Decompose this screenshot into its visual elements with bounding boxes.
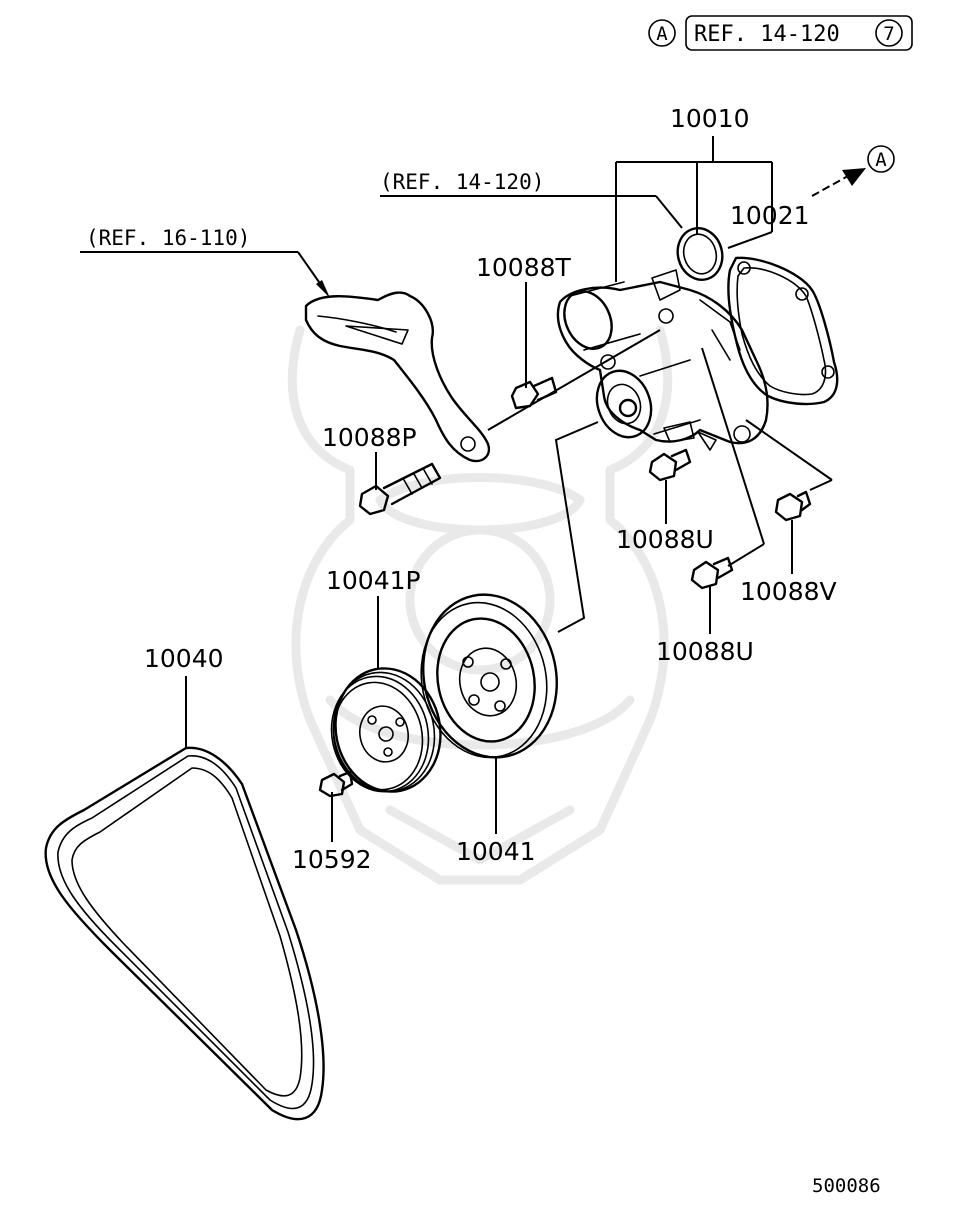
bolt-10088P <box>358 462 442 516</box>
bolt-10088U-a <box>648 448 692 482</box>
reference-circle-number: 7 <box>883 23 894 45</box>
reference-label: REF. 14-120 <box>694 22 840 47</box>
arrow-marker: A <box>811 145 895 197</box>
part-number-10088U-b: 10088U <box>656 637 754 666</box>
part-number-10041: 10041 <box>456 837 536 866</box>
ref-16-110-label: (REF. 16-110) <box>86 226 250 250</box>
drive-belt-10040 <box>44 746 325 1121</box>
reference-circle <box>875 19 903 47</box>
part-number-10088V: 10088V <box>740 577 837 606</box>
part-number-10040: 10040 <box>144 644 224 673</box>
gasket <box>727 256 839 406</box>
diagram-id: 500086 <box>812 1175 881 1197</box>
part-number-10088P: 10088P <box>322 423 417 452</box>
water-pump <box>556 227 839 451</box>
bolt-10088U-b <box>690 556 734 590</box>
pulley-10041 <box>420 593 558 759</box>
reference-box: A REF. 14-120 7 <box>648 15 913 51</box>
watermark-crest <box>287 325 673 885</box>
o-ring <box>676 227 724 281</box>
part-number-10592: 10592 <box>292 845 372 874</box>
bolt-10088V <box>774 490 812 522</box>
arrow-head-icon <box>842 168 866 186</box>
engine-bracket <box>304 291 491 463</box>
ref-14-120-label: (REF. 14-120) <box>380 170 544 194</box>
part-number-10088T: 10088T <box>476 253 572 282</box>
part-number-10041P: 10041P <box>326 566 421 595</box>
labels: (REF. 14-120) (REF. 16-110) 10010 10021 … <box>86 104 881 1197</box>
arrow-marker-letter: A <box>875 149 887 171</box>
part-number-10088U-a: 10088U <box>616 525 714 554</box>
leader-lines <box>80 136 833 842</box>
bolt-10088T <box>510 376 558 410</box>
reference-frame <box>685 15 913 51</box>
pulley-10041P <box>330 667 442 793</box>
marker-letter: A <box>656 23 668 45</box>
part-number-10010: 10010 <box>670 104 750 133</box>
part-number-10021: 10021 <box>730 201 810 230</box>
marker-circle <box>648 19 676 47</box>
